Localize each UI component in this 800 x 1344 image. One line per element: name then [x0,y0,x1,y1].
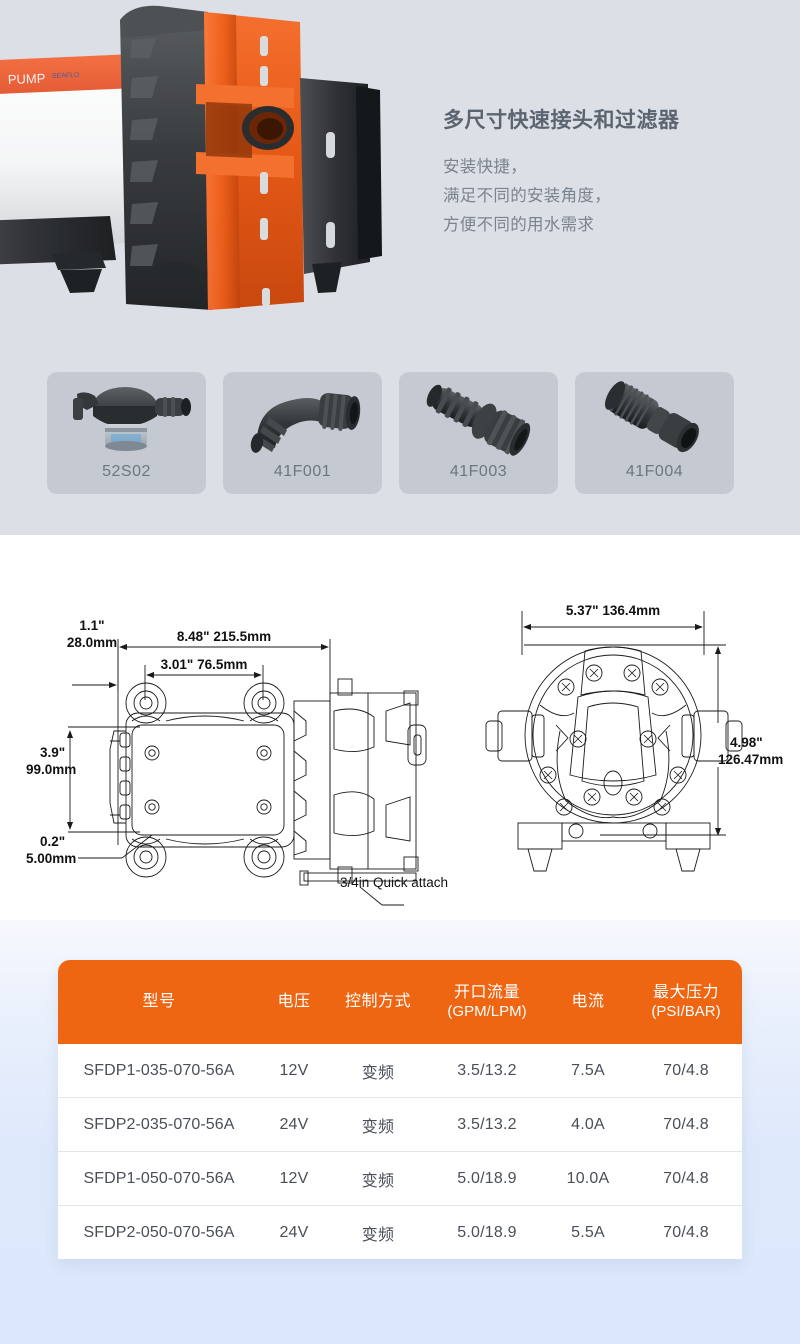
accessory-card-52s02[interactable]: 52S02 [47,372,206,494]
cell-voltage: 24V [260,1097,328,1152]
motor-housing: PUMP SEAFLO [0,54,142,293]
pump-head-housing [120,5,212,310]
dimension-drawings: 8.48" 215.5mm 3.01" 76.5mm 1.1" 28.0mm 3… [26,603,783,906]
threaded-quick-attach-fitting-icon [604,381,699,453]
dim-overall-width-imp: 3.9" [40,745,65,760]
header-current: 电流 [546,960,630,1044]
cell-voltage: 12V [260,1151,328,1206]
cell-control: 变频 [328,1151,428,1206]
table-row: SFDP2-035-070-56A 24V 变频 3.5/13.2 4.0A 7… [58,1097,742,1152]
straight-barb-fitting-icon [426,384,531,456]
quick-attach-callout: 3/4in Quick attach [340,875,448,890]
dim-overall-width-met: 99.0mm [26,762,76,777]
dim-head-height-imp: 4.98" [730,735,763,750]
hero-title: 多尺寸快速接头和过滤器 [443,109,680,132]
quick-connect-end [318,393,361,431]
cell-model: SFDP1-035-070-56A [58,1044,260,1098]
hero-subtitle-line-2: 满足不同的安装角度， [443,187,611,206]
accessory-code-label: 41F003 [449,463,508,480]
spec-table-card: 型号 电压 控制方式 开口流量 (GPM/LPM) [58,960,742,1259]
cell-pressure: 70/4.8 [663,1223,709,1241]
dim-head-width: 5.37" 136.4mm [566,603,660,618]
cell-flow: 3.5/13.2 [428,1097,546,1152]
hero-subtitle-line-3: 方便不同的用水需求 [443,215,595,234]
accessory-code-label: 52S02 [102,463,151,480]
cell-flow: 5.0/18.9 [428,1151,546,1206]
svg-text:PUMP: PUMP [8,71,46,87]
pump-end-view-drawing [485,611,743,872]
table-row: SFDP2-050-070-56A 24V 变频 5.0/18.9 5.5A 7… [58,1206,742,1260]
cell-control: 变频 [328,1097,428,1152]
cell-model: SFDP2-050-070-56A [83,1223,235,1241]
hose-barb [155,397,191,417]
cell-model: SFDP1-050-070-56A [58,1151,260,1206]
table-row: SFDP1-035-070-56A 12V 变频 3.5/13.2 7.5A 7… [58,1044,742,1098]
cell-current: 4.0A [546,1097,630,1152]
hero-subtitle: 安装快捷， 满足不同的安装角度， 方便不同的用水需求 [443,153,783,240]
accessory-card-41f003[interactable]: 41F003 [399,372,558,494]
elbow-barb-fitting-icon [250,393,361,453]
dim-foot-spacing: 3.01" 76.5mm [161,657,248,672]
header-open-flow: 开口流量 (GPM/LPM) [428,960,546,1044]
cell-voltage: 12V [260,1044,328,1098]
accessory-card-41f001[interactable]: 41F001 [223,372,382,494]
pressure-switch-cap [300,78,382,293]
accessory-card-list: 52S02 [47,372,734,494]
accessory-code-label: 41F001 [273,463,332,480]
cell-pressure: 70/4.8 [630,1151,742,1206]
dim-mount-hole-met: 5.00mm [26,851,76,866]
technical-drawing-section: 8.48" 215.5mm 3.01" 76.5mm 1.1" 28.0mm 3… [0,535,800,920]
header-model: 型号 [58,960,260,1044]
hero-section: PUMP SEAFLO [0,0,800,535]
dim-foot-offset-imp: 1.1" [79,618,104,633]
cell-control: 变频 [328,1044,428,1098]
dim-mount-hole-imp: 0.2" [40,834,65,849]
header-max-pressure: 最大压力 (PSI/BAR) [630,960,742,1044]
spec-table-section: 型号 电压 控制方式 开口流量 (GPM/LPM) [0,920,800,1344]
inline-strainer-filter-icon [73,387,191,451]
header-voltage: 电压 [260,960,328,1044]
cell-voltage: 24V [279,1223,309,1241]
cell-flow: 5.0/18.9 [457,1223,517,1241]
hero-subtitle-line-1: 安装快捷， [443,158,527,177]
cell-pressure: 70/4.8 [630,1097,742,1152]
pump-product-photo: PUMP SEAFLO [0,5,382,310]
accessory-code-label: 41F004 [625,463,684,480]
cell-control: 变频 [361,1226,395,1244]
dim-overall-length: 8.48" 215.5mm [177,629,271,644]
table-row: SFDP1-050-070-56A 12V 变频 5.0/18.9 10.0A … [58,1151,742,1206]
svg-text:SEAFLO: SEAFLO [52,72,80,80]
hero-text-block: 多尺寸快速接头和过滤器 安装快捷， 满足不同的安装角度， 方便不同的用水需求 [443,108,783,240]
dim-foot-offset-met: 28.0mm [67,635,117,650]
pump-top-view-drawing [66,639,427,906]
accessory-card-41f004[interactable]: 41F004 [575,372,734,494]
cell-pressure: 70/4.8 [630,1044,742,1098]
cell-current: 5.5A [571,1223,605,1241]
specification-table: 型号 电压 控制方式 开口流量 (GPM/LPM) [58,960,742,1259]
spec-table-header-row: 型号 电压 控制方式 开口流量 (GPM/LPM) [58,960,742,1044]
cell-model: SFDP2-035-070-56A [58,1097,260,1152]
cell-current: 10.0A [546,1151,630,1206]
cell-flow: 3.5/13.2 [428,1044,546,1098]
header-control-mode: 控制方式 [328,960,428,1044]
cell-current: 7.5A [546,1044,630,1098]
dim-head-height-met: 126.47mm [718,752,783,767]
valve-body-orange [196,12,304,310]
